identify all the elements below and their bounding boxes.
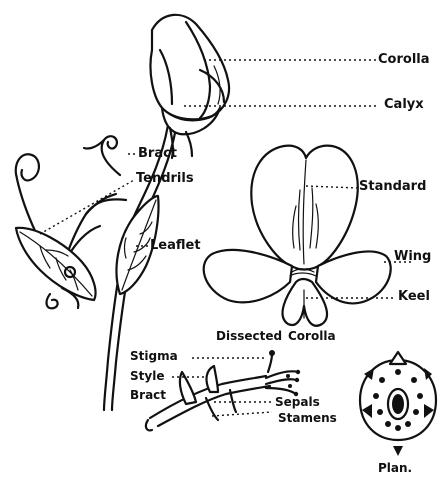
label-stigma: Stigma [130, 350, 178, 362]
label-bract-bottom: Bract [130, 389, 166, 401]
leader-lines [40, 60, 414, 416]
label-dissected: Dissected [216, 330, 282, 342]
label-plan: Plan. [378, 462, 412, 474]
label-dissected-corolla: Corolla [288, 330, 336, 342]
label-stamens: Stamens [278, 412, 337, 424]
label-tendrils: Tendrils [136, 172, 194, 185]
label-leaflet: Leaflet [150, 239, 201, 252]
label-standard: Standard [359, 180, 426, 193]
standard-petal [251, 146, 357, 270]
floral-plan [360, 352, 436, 456]
flower-bud [151, 15, 230, 120]
label-wing: Wing [394, 250, 431, 263]
leaflet-left [16, 228, 96, 300]
label-style: Style [130, 370, 164, 382]
label-calyx: Calyx [384, 98, 424, 111]
label-keel: Keel [398, 290, 430, 303]
label-corolla: Corolla [378, 53, 430, 66]
label-sepals: Sepals [275, 396, 320, 408]
label-bract-top: Bract [138, 147, 177, 160]
